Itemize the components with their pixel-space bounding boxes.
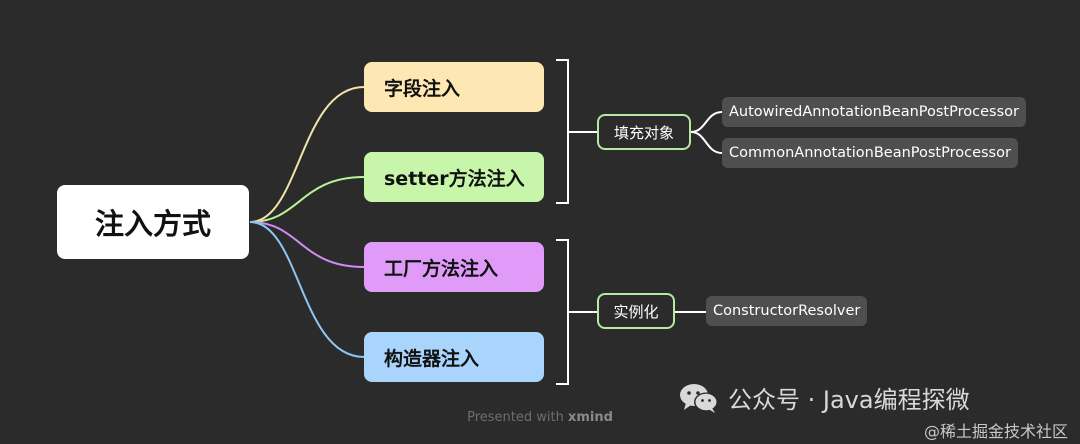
wechat-icon [680,383,718,413]
bracket-group-1 [556,59,580,204]
presented-with-text: Presented with [467,410,564,425]
branch-node-setter-injection[interactable]: setter方法注入 [364,152,544,202]
connector-root-branch-3 [249,221,365,268]
xmind-brand: xmind [567,410,613,425]
bracket-group-2 [556,239,580,385]
connector-root-branch-2 [249,176,365,223]
connector-group-1-leaf-2 [690,131,723,154]
group-node-populate[interactable]: 填充对象 [597,114,691,150]
presented-with-footer: Presented with xmind [0,410,1080,425]
wechat-watermark: 公众号 · Java编程探微 [678,380,970,415]
leaf-node-common-processor[interactable]: CommonAnnotationBeanPostProcessor [722,138,1018,168]
branch-node-factory-method-injection[interactable]: 工厂方法注入 [364,242,544,292]
juejin-corner-mark: @稀土掘金技术社区 [923,422,1068,441]
connector-group-1-leaf-1 [690,111,723,133]
branch-node-field-injection[interactable]: 字段注入 [364,62,544,112]
connector-root-branch-1 [249,86,365,223]
leaf-node-autowired-processor[interactable]: AutowiredAnnotationBeanPostProcessor [722,97,1026,127]
leaf-node-constructor-resolver[interactable]: ConstructorResolver [706,296,868,326]
root-node[interactable]: 注入方式 [57,185,249,259]
group-node-instantiate[interactable]: 实例化 [597,293,675,329]
watermark-text: 公众号 · Java编程探微 [728,386,970,414]
connector-root-branch-4 [249,221,365,358]
branch-node-constructor-injection[interactable]: 构造器注入 [364,332,544,382]
